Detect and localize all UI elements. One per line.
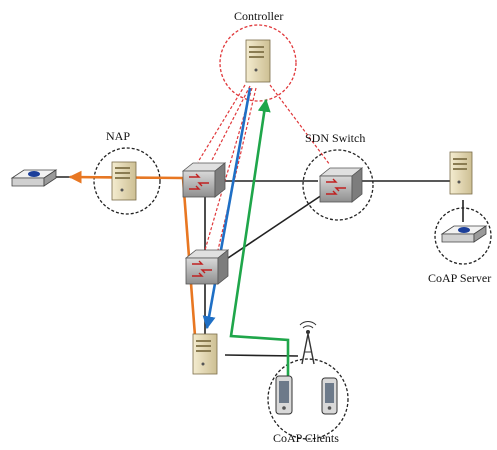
sdn-switch-label: SDN Switch [305,131,366,145]
gateway-server-icon [192,333,218,375]
sensor-device-left-icon [10,169,58,187]
sdn-switch-circle [302,149,374,221]
link-gateway-antenna [224,354,299,357]
antenna-icon [299,321,317,365]
coap-server-label: CoAP Server [428,271,492,285]
coap-server-icon [449,151,473,195]
link-switch2-sdn [224,194,323,261]
switch-2-icon [184,249,230,285]
phone-right-icon [321,377,338,415]
green-path [229,98,290,388]
switch-1-icon [181,162,227,198]
controller-server-icon [245,39,271,83]
nap-label: NAP [106,129,131,143]
sdn-switch-icon [318,167,364,203]
controller-label: Controller [234,9,284,23]
nap-circle [93,147,161,215]
coap-clients-circle [267,358,349,440]
sensor-device-right-icon [440,225,488,243]
blue-path [202,87,252,330]
coap-clients-label: CoAP Clients [273,431,339,445]
nap-server-icon [111,161,137,201]
data-links [55,176,464,357]
controller-circle [219,24,297,102]
control-links [197,84,331,251]
orange-path [68,170,197,337]
phone-left-icon [275,375,293,415]
